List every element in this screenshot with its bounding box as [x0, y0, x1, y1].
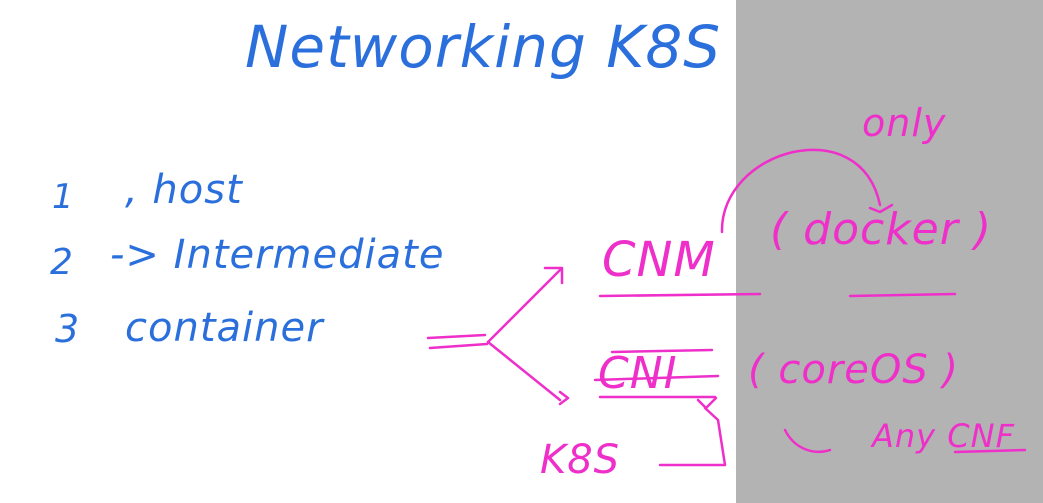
only-curve-arrow: [720, 148, 882, 234]
branch-up-arrowhead: [543, 266, 564, 285]
only-arrowhead: [868, 203, 894, 214]
branch-down-arrowhead: [558, 390, 570, 406]
k8s-bracket-head: [696, 396, 718, 410]
coreos-swoosh: [783, 428, 832, 454]
list-item-2-number: 2: [50, 242, 74, 283]
page-title: Networking K8S: [245, 13, 722, 81]
branch-down-arrow: [486, 340, 562, 402]
k8s-bottom-label: K8S: [540, 437, 621, 483]
cnm-docker-paren: ( docker ): [770, 204, 992, 255]
cnm-underline: [598, 292, 762, 298]
any-cnf-label: Any CNF: [872, 417, 1015, 455]
docker-underline: [848, 292, 957, 298]
list-item-1-text: , host: [125, 167, 243, 213]
cnf-underline: [953, 448, 1027, 454]
only-label: only: [862, 101, 947, 145]
cnm-label: CNM: [602, 232, 716, 288]
list-item-1-number: 1: [52, 177, 75, 217]
list-item-2-text: -> Intermediate: [110, 232, 445, 278]
cni-underlines: [593, 374, 720, 399]
gray-side-panel: [736, 0, 1043, 503]
cni-overline: [610, 348, 714, 354]
cni-label: CNI: [598, 348, 678, 399]
branch-up-arrow: [486, 268, 562, 344]
equals-mark: [426, 333, 489, 350]
list-item-3-text: container: [125, 305, 324, 351]
cni-coreos-paren: ( coreOS ): [748, 347, 960, 393]
list-item-3-number: 3: [55, 307, 81, 351]
k8s-bracket-arrow: [658, 406, 727, 467]
